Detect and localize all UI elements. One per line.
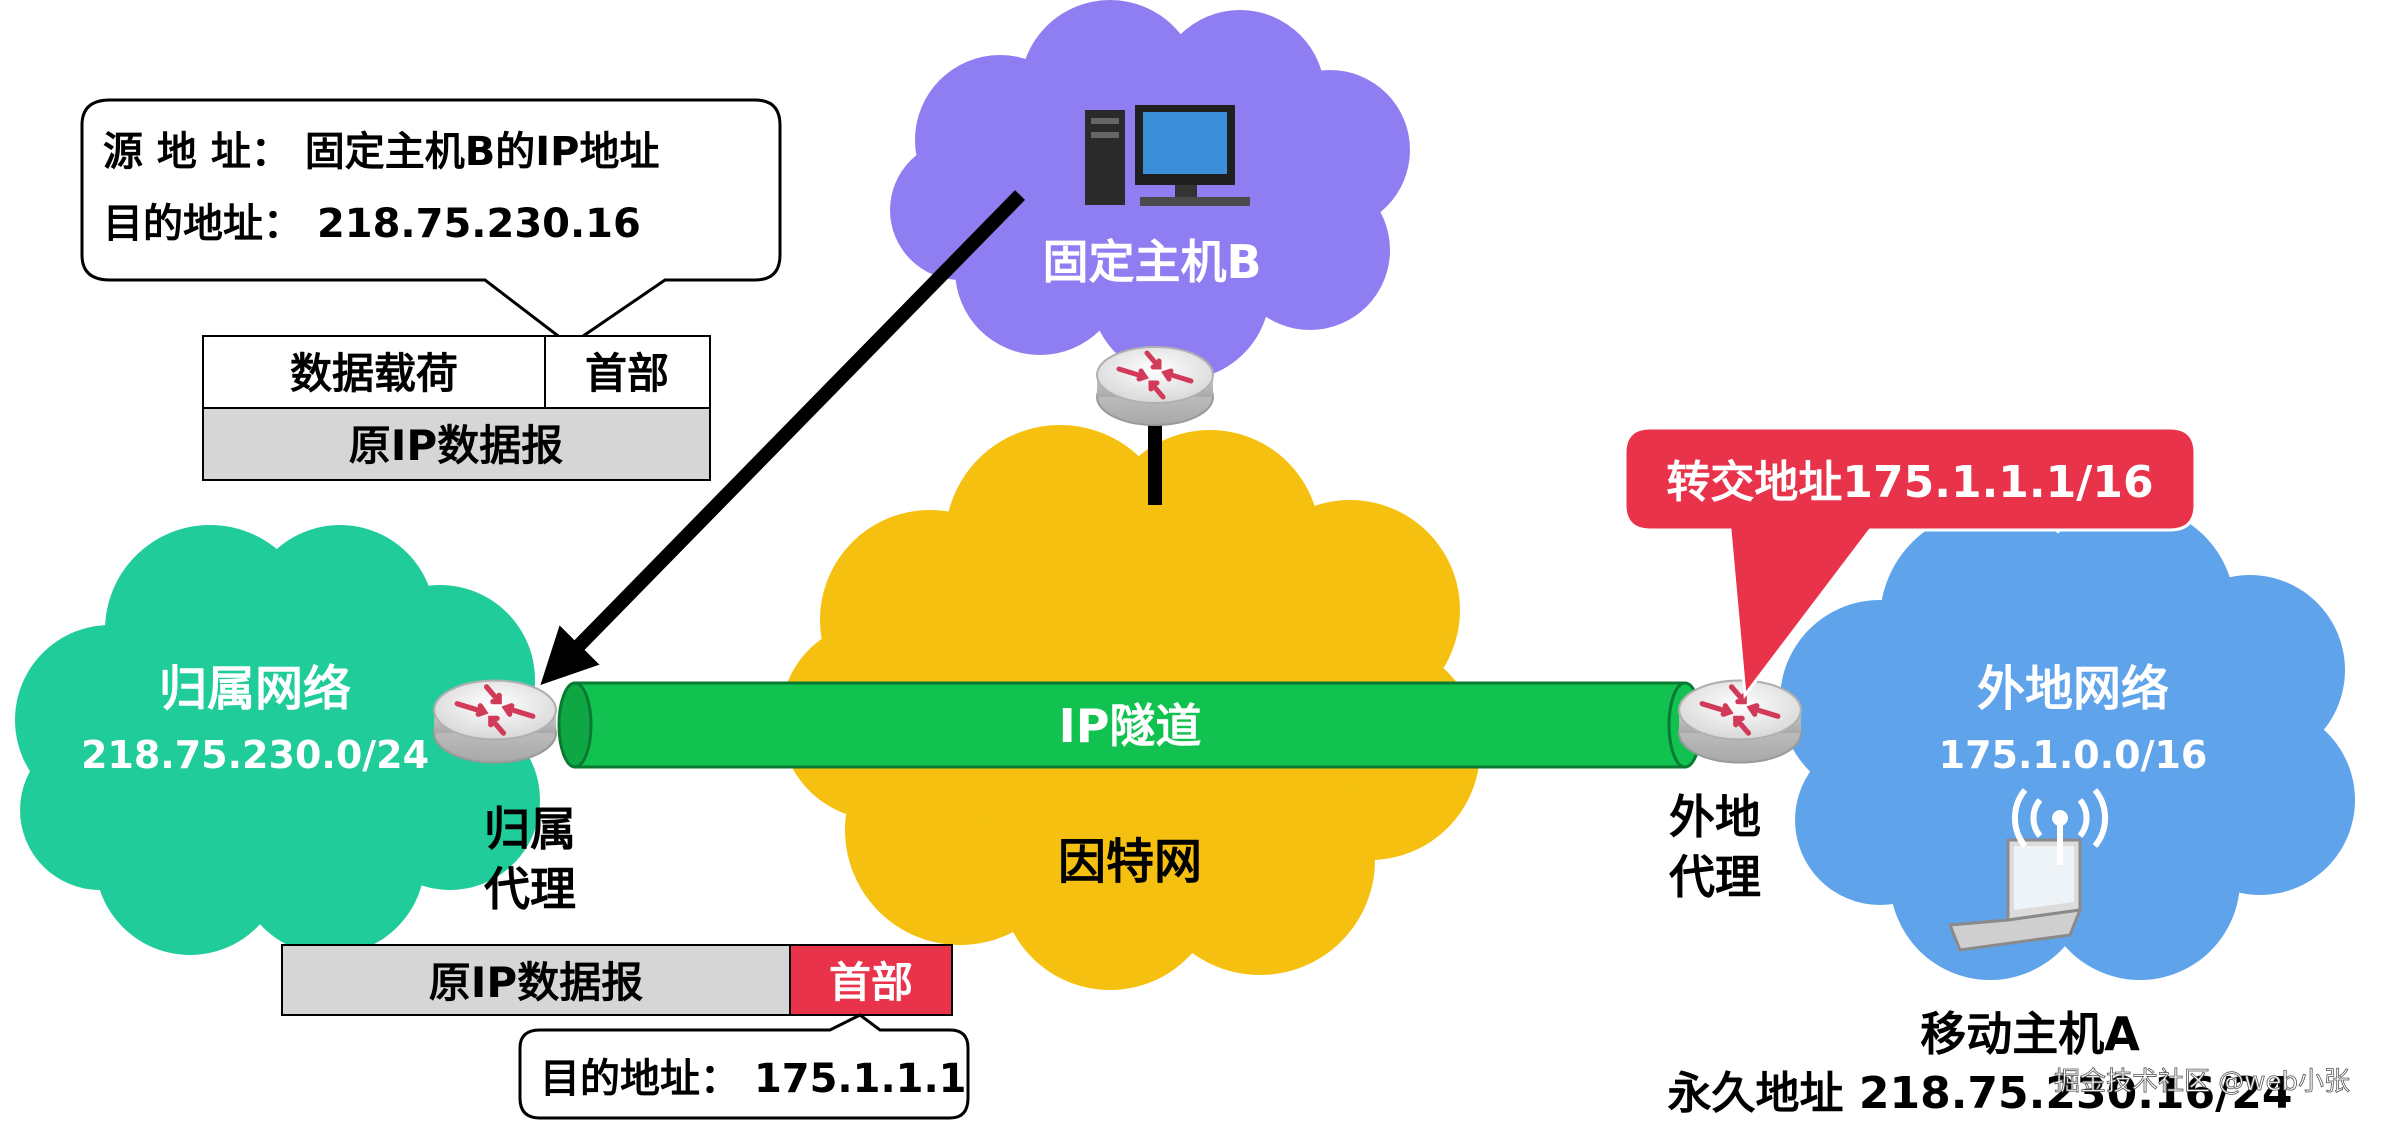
payload-label: 数据载荷 [290,349,458,398]
desktop-computer-icon [1085,105,1250,206]
wifi-antenna-icon [2012,788,2108,865]
dest-address-value: 218.75.230.16 [317,201,641,247]
tunnel-label: IP隧道 [1059,699,1202,753]
header-label: 首部 [585,349,669,398]
dest-callout-value: 175.1.1.1 [754,1056,967,1102]
home-network-cloud [15,525,540,955]
svg-text:目的地址： 218.75.230.16: 目的地址： 218.75.230.16 [103,201,641,247]
mobile-host-name: 移动主机A [1920,1007,2140,1061]
care-of-address-callout [1623,426,2197,699]
watermark: 掘金技术社区 @web小张 [2054,1067,2350,1097]
outer-header-label: 首部 [829,958,913,1007]
foreign-network-cloud [1780,505,2355,980]
home-agent-label-line1: 归属 [484,802,576,856]
home-network-name: 归属网络 [159,661,351,717]
encapsulated-datagram [281,944,953,1016]
fixed-host-label: 固定主机B [1042,235,1261,289]
inner-datagram-label: 原IP数据报 [429,958,643,1007]
fixed-host-cloud [890,0,1410,380]
care-of-address-label: 转交地址175.1.1.1/16 [1666,457,2153,508]
foreign-agent-label-line2: 代理 [1668,850,1761,904]
foreign-agent-label-line1: 外地 [1669,790,1761,844]
foreign-network-name: 外地网络 [1977,661,2169,717]
dest-callout [518,1013,970,1120]
home-agent-router [434,681,556,763]
source-address-label: 源 地 址： [103,129,291,175]
svg-text:源 地 址： 固定主机B的IP地址: 源 地 址： 固定主机B的IP地址 [103,129,659,175]
fixed-host-router [1097,347,1213,425]
home-agent-label-line2: 代理 [483,862,576,916]
source-callout [80,98,782,347]
original-datagram [202,335,711,481]
mobile-host-permanent-address: 永久地址 218.75.230.16/24 [1668,1068,2293,1119]
internet-label: 因特网 [1058,834,1202,890]
foreign-agent-router [1679,681,1801,763]
foreign-network-prefix: 175.1.0.0/16 [1939,733,2208,777]
home-network-prefix: 218.75.230.0/24 [81,733,429,777]
source-address-value: 固定主机B的IP地址 [305,129,660,175]
original-datagram-label: 原IP数据报 [349,421,563,470]
dest-address-label: 目的地址： [103,201,303,247]
svg-text:目的地址： 175.1.1.1: 目的地址： 175.1.1.1 [540,1056,967,1102]
dest-callout-label: 目的地址： [540,1056,740,1102]
datagram-arrow [540,190,1026,686]
